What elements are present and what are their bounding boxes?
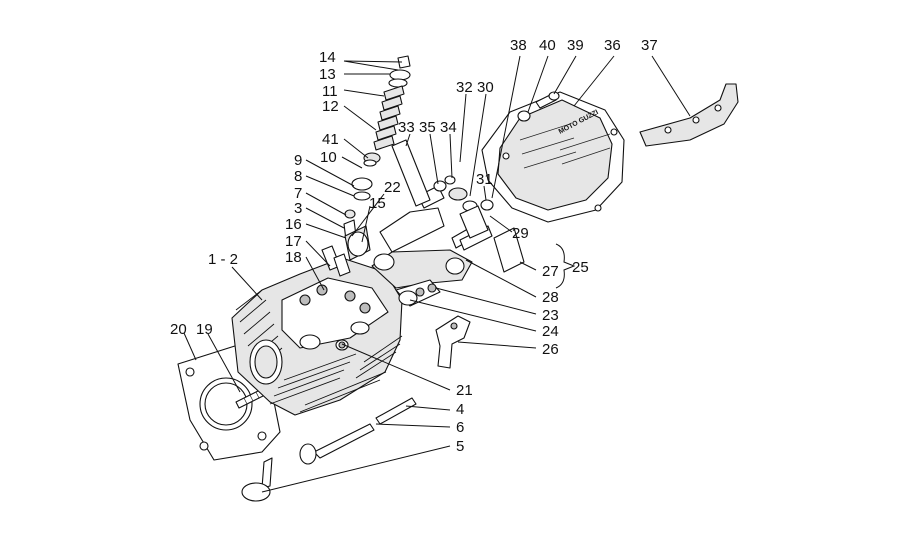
callout-30: 30: [477, 79, 494, 96]
callout-5: 5: [456, 438, 464, 455]
cylinder-head-part: [231, 245, 403, 416]
callout-39: 39: [567, 37, 584, 54]
callout-19: 19: [196, 321, 213, 338]
callout-6: 6: [456, 419, 464, 436]
callout-labels: 14 13 11 12 41 10 9 8 7 3 16 17 18 1 - 2…: [170, 37, 658, 455]
callout-18: 18: [285, 249, 302, 266]
callout-21: 21: [456, 382, 473, 399]
callout-23: 23: [542, 307, 559, 324]
callout-31: 31: [476, 171, 493, 188]
rocker-cover-part: MOTO GUZZI: [481, 91, 625, 223]
callout-22: 22: [384, 179, 401, 196]
callout-17: 17: [285, 233, 302, 250]
callout-29: 29: [512, 225, 529, 242]
callout-7: 7: [294, 185, 302, 202]
callout-15: 15: [369, 195, 386, 212]
callout-4: 4: [456, 401, 464, 418]
callout-12: 12: [322, 98, 339, 115]
callout-40: 40: [539, 37, 556, 54]
callout-34: 34: [440, 119, 457, 136]
cover-guard-part: [639, 83, 739, 147]
bracket-part: [435, 315, 471, 369]
valve-spring-stack-part: [343, 55, 411, 241]
callout-38: 38: [510, 37, 527, 54]
callout-25: 25: [572, 259, 589, 276]
callout-26: 26: [542, 341, 559, 358]
leader-lines: [183, 55, 691, 493]
cover-screws-part: [517, 91, 560, 122]
callout-10: 10: [320, 149, 337, 166]
callout-36: 36: [604, 37, 621, 54]
callout-27: 27: [542, 263, 559, 280]
callout-9: 9: [294, 152, 302, 169]
callout-8: 8: [294, 168, 302, 185]
callout-13: 13: [319, 66, 336, 83]
callout-24: 24: [542, 323, 559, 340]
callout-16: 16: [285, 216, 302, 233]
callout-41: 41: [322, 131, 339, 148]
rocker-shaft-part: [391, 139, 525, 273]
callout-37: 37: [641, 37, 658, 54]
callout-11: 11: [322, 83, 338, 100]
callout-14: 14: [319, 49, 336, 66]
callout-28: 28: [542, 289, 559, 306]
callout-1-2: 1 - 2: [208, 251, 238, 268]
callout-20: 20: [170, 321, 187, 338]
callout-32: 32: [456, 79, 473, 96]
callout-33: 33: [398, 119, 415, 136]
callout-35: 35: [419, 119, 436, 136]
callout-3: 3: [294, 200, 302, 217]
valve-part: [241, 397, 417, 502]
